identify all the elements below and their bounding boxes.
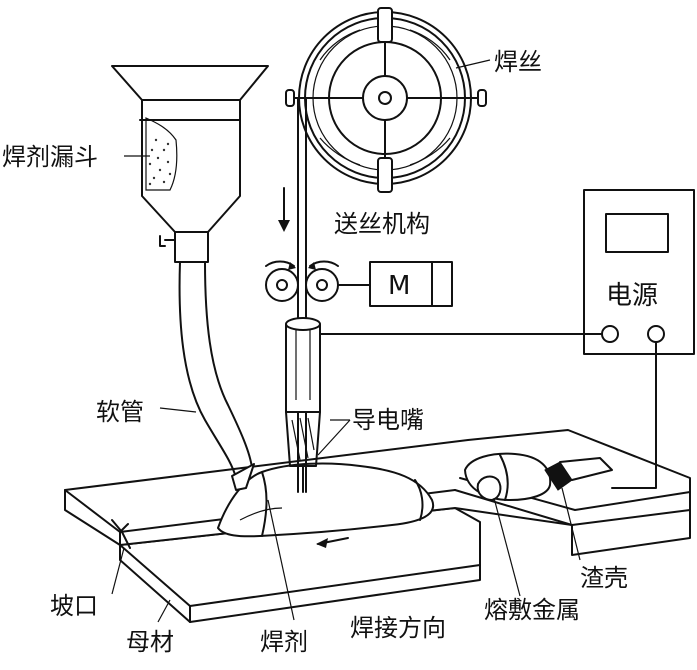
label-contact-tip: 导电嘴 (352, 406, 424, 434)
label-hose: 软管 (96, 398, 144, 426)
feed-rollers (265, 260, 371, 302)
hose (178, 261, 255, 491)
welding-wire-path (278, 97, 307, 493)
label-flux-hopper: 焊剂漏斗 (2, 143, 98, 171)
molten-metal-drop (476, 475, 502, 501)
leader-lines (111, 59, 581, 623)
power-source-label: 电源 (606, 281, 658, 311)
power-cables (319, 333, 657, 489)
motor: M (369, 261, 453, 307)
motor-label: M (388, 271, 410, 301)
text-labels: 焊剂漏斗 焊丝 送丝机构 软管 导电嘴 坡口 母材 焊剂 焊接方向 熔敷金属 渣… (2, 48, 628, 656)
terminal-left (601, 325, 619, 343)
flux-hopper (111, 65, 269, 263)
label-flux: 焊剂 (260, 628, 308, 656)
terminal-right (647, 325, 665, 343)
label-wire: 焊丝 (494, 48, 542, 76)
label-molten-metal: 熔敷金属 (484, 596, 580, 624)
label-welding-direction: 焊接方向 (350, 614, 446, 642)
power-source: 电源 (583, 189, 695, 355)
wire-reel (285, 7, 487, 193)
label-wire-feeder: 送丝机构 (334, 210, 430, 238)
contact-tip (285, 317, 321, 493)
weld-bead-right (464, 452, 613, 501)
label-groove: 坡口 (50, 592, 98, 620)
label-slag-shell: 渣壳 (580, 564, 628, 592)
flux-dots (148, 138, 172, 186)
label-base-metal: 母材 (126, 628, 174, 656)
welding-direction-arrow (316, 537, 349, 548)
